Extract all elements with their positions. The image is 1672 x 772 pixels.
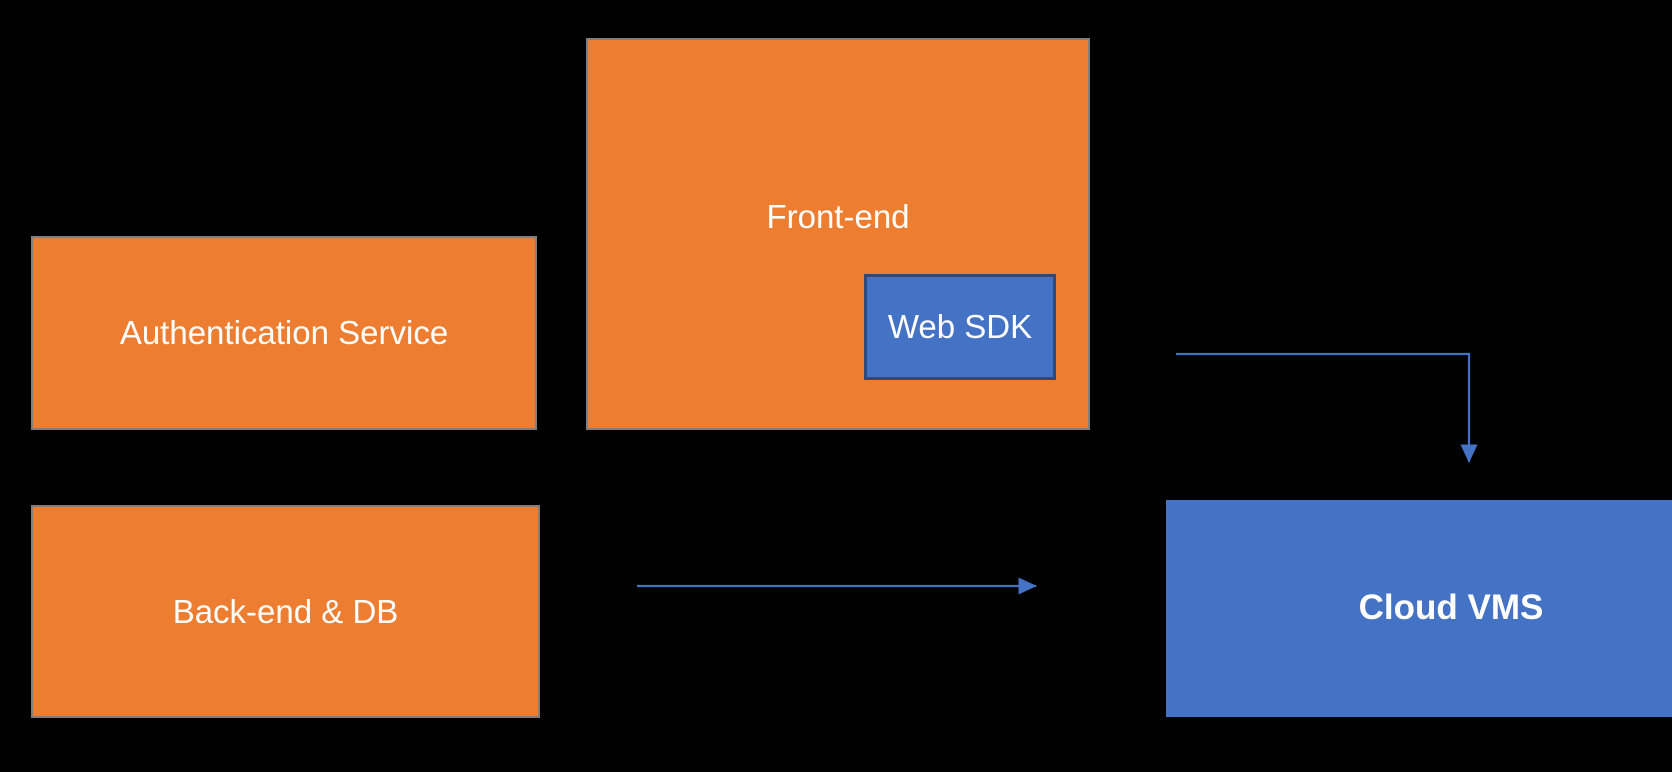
node-authentication-service[interactable]: Authentication Service [31,236,537,430]
node-web-sdk[interactable]: Web SDK [864,274,1056,380]
connector-websdk-to-cloudvms[interactable] [1176,352,1478,463]
node-back-end-and-db[interactable]: Back-end & DB [31,505,540,718]
node-web-sdk-label: Web SDK [887,308,1033,346]
node-cloud-vms-label: Cloud VMS [1358,588,1544,628]
node-authentication-service-label: Authentication Service [119,314,449,352]
node-cloud-vms[interactable]: Cloud VMS [1166,500,1672,717]
node-back-end-and-db-label: Back-end & DB [172,592,399,630]
node-front-end-label: Front-end [766,198,910,235]
node-front-end[interactable]: Front-end [586,38,1090,430]
